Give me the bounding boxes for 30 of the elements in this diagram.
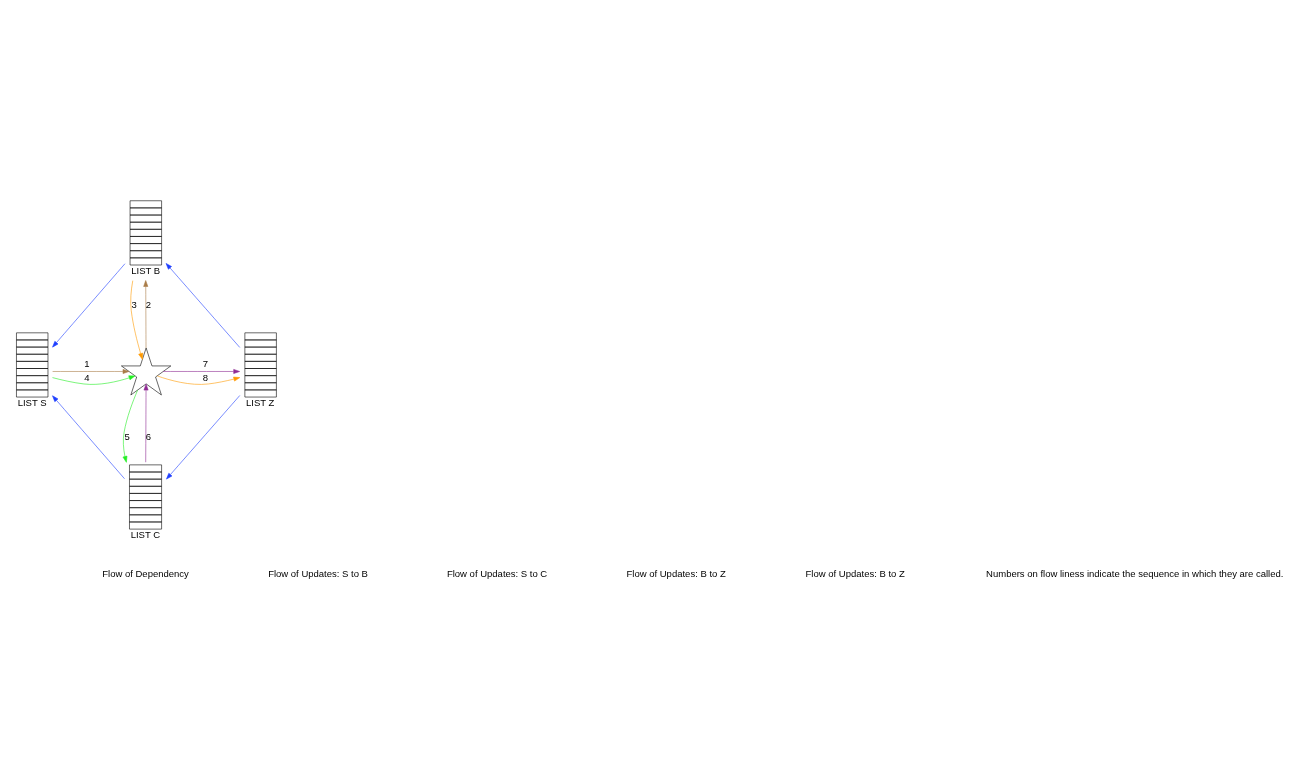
node-label: LIST C — [130, 528, 161, 540]
edge-label: 7 — [202, 357, 208, 369]
arrow — [52, 375, 136, 385]
arrow — [52, 395, 125, 480]
arrow — [166, 395, 241, 480]
node-label: LIST Z — [246, 396, 275, 408]
arrow — [143, 383, 149, 463]
legend-label: Flow of Updates: B to Z — [805, 568, 905, 580]
edge-label: 6 — [145, 430, 152, 442]
legend-label: Flow of Dependency — [102, 568, 189, 580]
node-label: LIST S — [17, 396, 47, 408]
arrow — [143, 280, 149, 349]
edge-label: 2 — [145, 298, 152, 310]
legend-label: Flow of Updates: S to B — [268, 568, 368, 580]
edge-label: 8 — [202, 371, 208, 383]
edge-label: 3 — [131, 298, 137, 310]
arrow — [162, 369, 240, 374]
edge-label: 5 — [124, 430, 130, 442]
legend-label: Flow of Updates: S to C — [446, 568, 548, 580]
arrow — [156, 375, 241, 385]
arrow — [165, 263, 241, 348]
arrow — [122, 390, 138, 463]
arrow — [52, 263, 126, 348]
node-label: LIST B — [131, 264, 161, 276]
label: Numbers on flow liness indicate the sequence in which they are called. — [986, 568, 1284, 580]
arrow — [52, 369, 130, 374]
legend-label: Flow of Updates: B to Z — [626, 568, 726, 580]
edge-label: 1 — [84, 357, 90, 369]
arrow — [130, 280, 143, 360]
edge-label: 4 — [84, 371, 90, 383]
